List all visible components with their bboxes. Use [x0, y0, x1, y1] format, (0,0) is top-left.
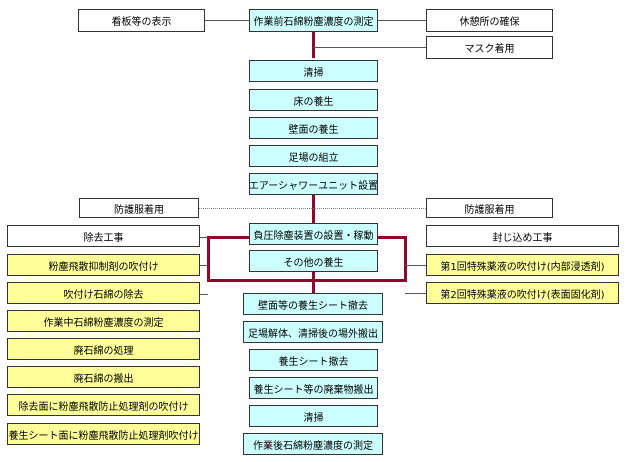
encap-return-connector	[313, 279, 407, 282]
encap-step-label: 第2回特殊薬液の吹付け(表面固化剤)	[440, 289, 605, 301]
main-step-box: エアーシャワーユニット設置	[249, 173, 378, 195]
main-step-label: 作業後石綿粉塵濃度の測定	[253, 440, 373, 452]
mask-label: マスク着用	[464, 44, 515, 55]
main-step-label: 壁面等の養生シート撤去	[258, 300, 368, 312]
main-step-label: 清掃	[303, 412, 324, 424]
protective-wear-left-box: 防護服着用	[79, 198, 199, 218]
encap-step-tick	[405, 265, 426, 266]
removal-step-box: 廃石綿の搬出	[7, 366, 200, 388]
pre-measurement-label: 作業前石綿粉塵濃度の測定	[253, 17, 374, 28]
main-step-label: 壁面の養生	[288, 124, 339, 136]
main-step-box: 壁面等の養生シート撤去	[243, 293, 383, 315]
removal-step-box: 除去面に粉塵飛散防止処理剤の吹付け	[7, 394, 200, 416]
removal-step-label: 廃石綿の処理	[73, 345, 134, 357]
main-step-box: 足場の組立	[249, 145, 378, 167]
main-step-label: 足場の組立	[288, 152, 339, 164]
encap-step-box: 第1回特殊薬液の吹付け(内部浸透剤)	[426, 254, 619, 276]
removal-step-box: 養生シート面に粉塵飛散防止処理剤吹付け	[7, 423, 200, 445]
main-step-box: 養生シート撤去	[249, 349, 378, 371]
rest-area-box: 休憩所の確保	[426, 9, 553, 32]
main-step-box: 負圧除塵装置の設置・稼動	[249, 223, 378, 245]
removal-step-label: 作業中石綿粉塵濃度の測定	[43, 317, 164, 329]
main-step-box: 作業後石綿粉塵濃度の測定	[243, 433, 383, 455]
main-step-label: 養生シート等の廃棄物搬出	[253, 384, 374, 396]
main-step-label: その他の養生	[283, 257, 344, 269]
main-step-label: エアーシャワーユニット設置	[249, 180, 378, 192]
removal-step-label: 吹付け石綿の除去	[63, 289, 144, 301]
removal-step-label: 粉塵飛散抑制剤の吹付け	[48, 261, 159, 273]
rest-area-label: 休憩所の確保	[459, 17, 520, 28]
main-step-box: 足場解体、清掃後の場外搬出	[243, 321, 383, 343]
encap-header-label: 封じ込め工事	[492, 232, 553, 244]
pre-measurement-box: 作業前石綿粉塵濃度の測定	[249, 9, 378, 32]
protective-dotted-line	[199, 208, 426, 209]
main-step-box: 壁面の養生	[249, 117, 378, 139]
removal-header-label: 除去工事	[83, 232, 124, 244]
main-step-label: 清掃	[303, 67, 324, 79]
removal-step-box: 粉塵飛散抑制剤の吹付け	[7, 254, 200, 276]
removal-step-label: 廃石綿の搬出	[73, 373, 134, 385]
main-step-box: 養生シート等の廃棄物搬出	[249, 377, 378, 399]
top-left-connector	[205, 20, 250, 21]
main-step-label: 養生シート撤去	[278, 356, 349, 368]
removal-step-tick	[200, 265, 208, 266]
removal-step-label: 除去面に粉塵飛散防止処理剤の吹付け	[18, 401, 189, 413]
main-step-label: 床の養生	[293, 96, 334, 108]
main-step-box: その他の養生	[249, 250, 378, 272]
main-spine-connector	[312, 271, 315, 293]
encap-step-box: 第2回特殊薬液の吹付け(表面固化剤)	[426, 282, 619, 304]
encap-step-tick	[405, 293, 426, 294]
main-step-box: 清掃	[249, 405, 378, 427]
protective-wear-right-box: 防護服着用	[426, 198, 553, 218]
main-spine-connector	[312, 190, 315, 225]
encap-vertical-connector	[404, 236, 407, 282]
signboard-label: 看板等の表示	[111, 17, 172, 28]
main-step-box: 清掃	[249, 60, 378, 82]
removal-step-tick	[200, 294, 208, 295]
main-spine-connector	[312, 32, 315, 58]
main-step-label: 負圧除塵装置の設置・稼動	[253, 230, 374, 242]
mask-box: マスク着用	[426, 36, 553, 59]
mask-connector	[313, 47, 426, 48]
removal-step-label: 養生シート面に粉塵飛散防止処理剤吹付け	[8, 430, 199, 442]
removal-return-connector	[207, 279, 313, 282]
removal-step-box: 廃石綿の処理	[7, 338, 200, 360]
main-step-label: 足場解体、清掃後の場外搬出	[248, 328, 378, 340]
encap-header-box: 封じ込め工事	[426, 225, 619, 247]
removal-step-tick	[200, 237, 208, 238]
main-step-box: 床の養生	[249, 89, 378, 111]
removal-step-box: 作業中石綿粉塵濃度の測定	[7, 310, 200, 332]
removal-header-box: 除去工事	[7, 225, 200, 247]
encap-step-label: 第1回特殊薬液の吹付け(内部浸透剤)	[440, 261, 605, 273]
protective-wear-label: 防護服着用	[464, 204, 515, 216]
protective-wear-label: 防護服着用	[114, 204, 164, 216]
removal-vertical-connector	[207, 236, 210, 282]
removal-step-box: 吹付け石綿の除去	[7, 282, 200, 304]
signboard-box: 看板等の表示	[78, 9, 205, 32]
top-right-connector	[378, 20, 426, 21]
